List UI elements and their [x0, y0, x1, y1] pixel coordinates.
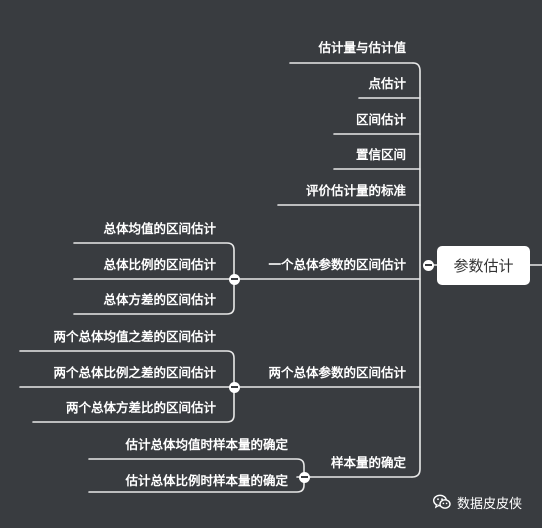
root-collapse-toggle[interactable]: [423, 259, 434, 271]
wechat-icon: [433, 494, 451, 509]
branch-7-child-3[interactable]: 两个总体方差比的区间估计: [65, 400, 216, 415]
branch-6-child-1[interactable]: 总体均值的区间估计: [103, 221, 216, 236]
branch-8-collapse-toggle[interactable]: [298, 471, 310, 483]
branch-1-label[interactable]: 估计量与估计值: [318, 40, 406, 55]
branch-7-child-1[interactable]: 两个总体均值之差的区间估计: [53, 329, 216, 344]
branch-5-label[interactable]: 评价估计量的标准: [305, 183, 406, 198]
watermark: 数据皮皮侠: [433, 492, 522, 512]
root-topic[interactable]: 参数估计: [437, 246, 530, 285]
branch-8-child-2[interactable]: 估计总体比例时样本量的确定: [125, 473, 288, 488]
branch-7-collapse-toggle[interactable]: [228, 381, 240, 393]
branch-8-child-1[interactable]: 估计总体均值时样本量的确定: [125, 437, 288, 452]
branch-6-label[interactable]: 一个总体参数的区间估计: [268, 257, 406, 272]
branch-8-label[interactable]: 样本量的确定: [330, 455, 406, 470]
branch-6-child-3[interactable]: 总体方差的区间估计: [103, 292, 216, 307]
branch-2-label[interactable]: 点估计: [368, 76, 406, 91]
branch-7-label[interactable]: 两个总体参数的区间估计: [268, 365, 406, 380]
branch-3-label[interactable]: 区间估计: [355, 112, 406, 127]
branch-6-child-2[interactable]: 总体比例的区间估计: [103, 257, 216, 272]
watermark-label: 数据皮皮侠: [457, 496, 523, 512]
branch-7-child-2[interactable]: 两个总体比例之差的区间估计: [53, 365, 216, 380]
root-topic-label: 参数估计: [453, 257, 514, 275]
branch-4-label[interactable]: 置信区间: [355, 147, 406, 162]
branch-6-collapse-toggle[interactable]: [228, 273, 240, 285]
